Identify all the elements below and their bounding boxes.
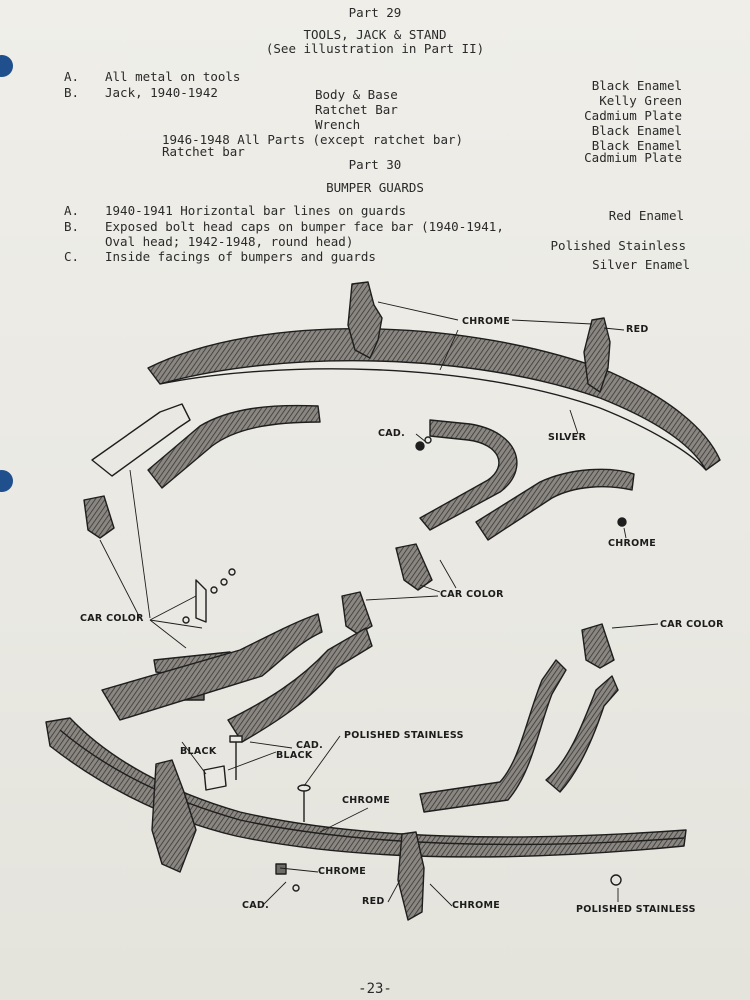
item-text: Inside facings of bumpers and guards: [105, 249, 376, 264]
finish: Kelly Green: [599, 93, 682, 108]
item-letter: B.: [64, 85, 80, 100]
bracket-top-left-1: [91, 403, 191, 477]
label-cad: CAD.: [296, 740, 324, 751]
page-number: -23-: [358, 981, 392, 997]
part-30-heading: Part 30: [348, 157, 402, 172]
label-cad: CAD.: [242, 900, 270, 911]
label-silver: SILVER: [548, 432, 587, 443]
label-red: RED: [626, 324, 649, 335]
finish: Cadmium Plate: [584, 108, 682, 123]
label-red: RED: [362, 896, 385, 907]
label-chrome: CHROME: [318, 866, 367, 877]
bracket-lower-left-2: [227, 627, 373, 743]
item-text: Exposed bolt head caps on bumper face ba…: [105, 219, 504, 234]
item-letter: A.: [64, 69, 80, 84]
finish: Silver Enamel: [592, 257, 690, 272]
jack-part: Wrench: [315, 117, 361, 132]
item-letter: C.: [64, 249, 80, 264]
jack-1946-line: Ratchet bar: [162, 144, 245, 159]
guard-top-left: [347, 281, 383, 359]
finish: Black Enamel: [591, 138, 682, 153]
rear-bumper-bar: [147, 327, 721, 471]
jack-part: Ratchet Bar: [315, 102, 398, 117]
punch-hole: [0, 55, 13, 77]
punch-hole: [0, 470, 13, 492]
bracket-top-mid-2: [475, 468, 635, 541]
guard-lower-left: [151, 759, 197, 873]
part-30-title: BUMPER GUARDS: [326, 180, 424, 195]
item-text: Jack, 1940-1942: [105, 85, 218, 100]
finish: Red Enamel: [608, 208, 684, 223]
label-chrome: CHROME: [342, 795, 391, 806]
guard-lower-center: [397, 831, 425, 921]
part-29-subtitle: (See illustration in Part II): [265, 41, 485, 56]
part-29-title: TOOLS, JACK & STAND: [303, 27, 447, 42]
bracket-top-left-2: [147, 404, 321, 489]
item-letter: A.: [64, 203, 80, 218]
label-car-color: CAR COLOR: [80, 613, 144, 624]
bumper-guards-diagram: [45, 281, 721, 921]
label-black: BLACK: [180, 746, 217, 757]
pad-mid: [395, 543, 433, 591]
label-polished-stainless: POLISHED STAINLESS: [344, 730, 464, 741]
label-chrome: CHROME: [462, 316, 511, 327]
label-car-color: CAR COLOR: [440, 589, 504, 600]
item-letter: B.: [64, 219, 80, 234]
finish: Black Enamel: [591, 123, 682, 138]
finish: Cadmium Plate: [584, 150, 682, 165]
label-polished-stainless: POLISHED STAINLESS: [576, 904, 696, 915]
pad-center: [341, 591, 373, 635]
label-black: BLACK: [276, 750, 313, 761]
label-cad: CAD.: [378, 428, 406, 439]
bracket-lower-right-1: [419, 659, 567, 813]
part-29-heading: Part 29: [348, 5, 402, 20]
finish: Black Enamel: [591, 78, 682, 93]
jack-1946-line: 1946-1948 All Parts (except ratchet bar): [162, 132, 464, 147]
pad-right: [581, 623, 615, 669]
bracket-top-mid-1: [419, 419, 518, 531]
pad-left: [83, 495, 115, 539]
label-chrome: CHROME: [608, 538, 657, 549]
jack-part: Body & Base: [315, 87, 398, 102]
finish: Polished Stainless: [550, 238, 686, 253]
label-chrome: CHROME: [452, 900, 501, 911]
item-text: All metal on tools: [105, 69, 241, 84]
guard-top-right: [583, 317, 611, 393]
label-car-color: CAR COLOR: [660, 619, 724, 630]
bracket-lower-right-2: [545, 675, 619, 793]
item-text: 1940-1941 Horizontal bar lines on guards: [105, 203, 407, 218]
bracket-lower-left-1: [101, 613, 323, 721]
item-text: Oval head; 1942-1948, round head): [105, 234, 354, 249]
